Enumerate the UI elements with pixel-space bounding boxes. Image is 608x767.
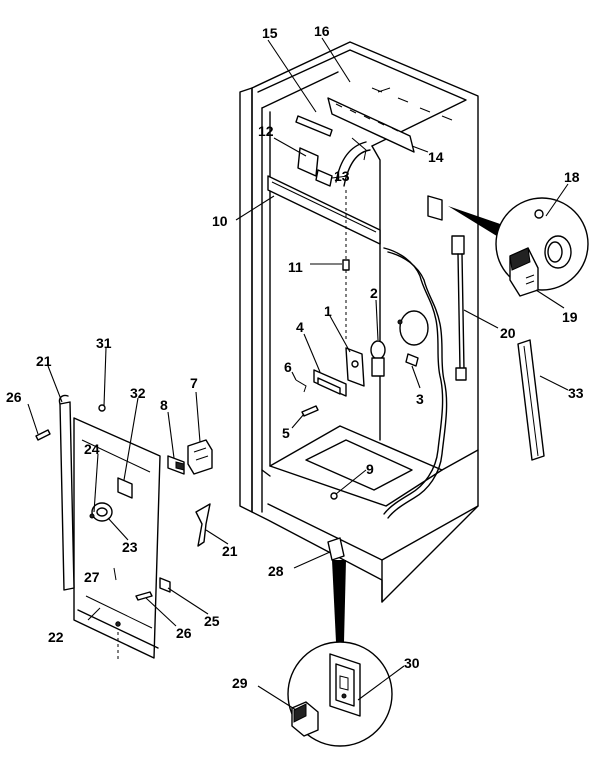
callout-29: 29	[232, 675, 248, 691]
zoom-pointer-upper	[448, 206, 506, 238]
part-screw-26-lower	[135, 591, 153, 601]
callout-13: 13	[334, 168, 350, 184]
part-connector-8	[167, 455, 185, 475]
callout-4: 4	[296, 319, 304, 335]
callout-21-left: 21	[36, 353, 52, 369]
part-trim-strip-33	[517, 339, 545, 461]
callout-26-lower: 26	[176, 625, 192, 641]
callout-30: 30	[404, 655, 420, 671]
callout-labels: 15 16 12 13 14 10 11 1 2 4 6 5 3 9 20 19…	[6, 23, 584, 691]
callout-25: 25	[204, 613, 220, 629]
callout-23: 23	[122, 539, 138, 555]
part-light-socket-12	[297, 147, 333, 187]
part-screw-5	[301, 405, 319, 417]
callout-33: 33	[568, 385, 584, 401]
callout-24: 24	[84, 441, 100, 457]
callout-10: 10	[212, 213, 228, 229]
callout-12: 12	[258, 123, 274, 139]
part-knob-2	[370, 340, 386, 377]
callout-9: 9	[366, 461, 374, 477]
callout-26-upper: 26	[6, 389, 22, 405]
part-bracket-13	[335, 137, 371, 187]
part-pin-27	[113, 567, 117, 581]
part-screw-26-upper	[35, 429, 51, 441]
part-channel-14	[327, 97, 415, 153]
part-clip-25	[159, 577, 171, 593]
detail-circle-upper	[495, 197, 589, 297]
cabinet-liner	[239, 41, 479, 603]
part-thermostat-1	[345, 347, 365, 387]
part-grommet-18	[427, 195, 443, 221]
part-screw-11	[342, 259, 350, 271]
part-bracket-32	[117, 477, 133, 499]
part-strip-15	[295, 115, 333, 137]
callout-32: 32	[130, 385, 146, 401]
part-grommet-23	[91, 502, 113, 522]
part-screw-3	[405, 353, 419, 367]
part-strip-21-left	[58, 394, 75, 591]
callout-5: 5	[282, 425, 290, 441]
leader-lines	[27, 37, 569, 711]
part-clip-6	[295, 379, 307, 393]
callout-1: 1	[324, 303, 332, 319]
part-rail-10	[267, 175, 381, 245]
callout-16: 16	[314, 23, 330, 39]
callout-7: 7	[190, 375, 198, 391]
callout-6: 6	[284, 359, 292, 375]
callout-15: 15	[262, 25, 278, 41]
fan-opening	[399, 310, 429, 346]
callout-19: 19	[562, 309, 578, 325]
callout-28: 28	[268, 563, 284, 579]
callout-31: 31	[96, 335, 112, 351]
part-control-housing-4	[313, 369, 347, 397]
part-relay-7	[187, 439, 213, 475]
callout-22: 22	[48, 629, 64, 645]
callout-21-right: 21	[222, 543, 238, 559]
callout-27: 27	[84, 569, 100, 585]
callout-20: 20	[500, 325, 516, 341]
part-bracket-21-right	[195, 503, 211, 547]
callout-18: 18	[564, 169, 580, 185]
callout-11: 11	[288, 259, 303, 275]
detail-circle-lower	[287, 641, 393, 747]
part-screw-24	[89, 513, 95, 519]
part-switch-28	[327, 537, 345, 561]
part-wire-harness-20	[383, 235, 467, 519]
callout-2: 2	[370, 285, 378, 301]
callout-3: 3	[416, 391, 424, 407]
callout-14: 14	[428, 149, 444, 165]
part-drain-9	[330, 492, 338, 500]
callout-8: 8	[160, 397, 168, 413]
zoom-pointer-lower	[332, 560, 346, 642]
part-clip-31	[98, 404, 106, 412]
